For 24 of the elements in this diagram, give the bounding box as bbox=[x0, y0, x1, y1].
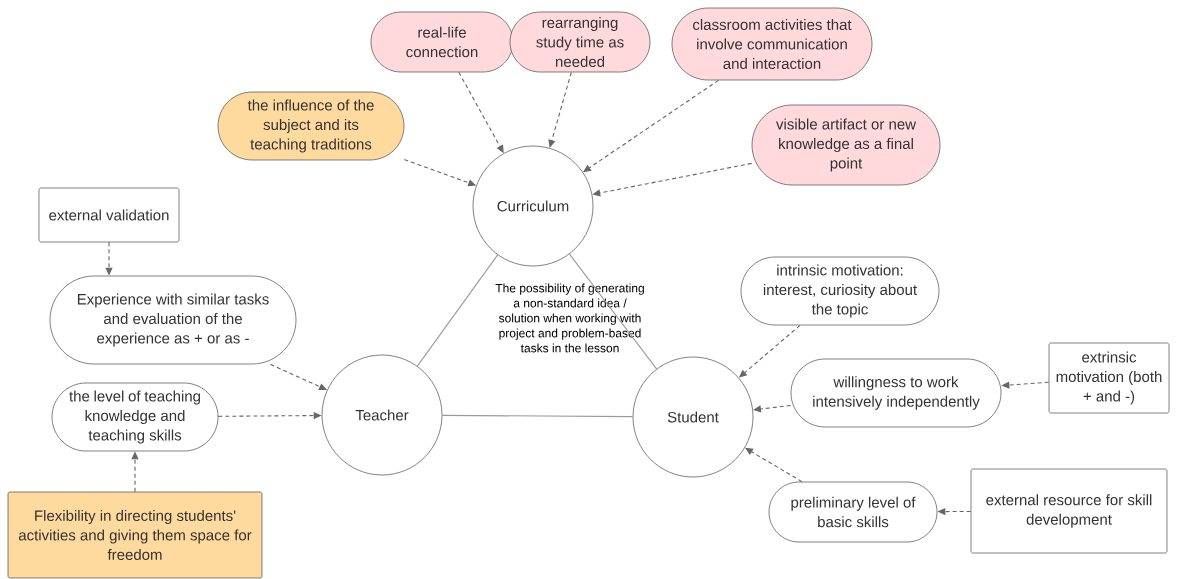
rounded-box: preliminary level of basic skills bbox=[768, 481, 938, 543]
rounded-box: classroom activities that involve communication and interaction bbox=[671, 7, 873, 81]
rounded-box: willingness to work intensively independently bbox=[790, 358, 1002, 428]
rectangle-box: external validation bbox=[38, 187, 180, 243]
rounded-box: Experience with similar tasks and evaluation of the experience as + or as - bbox=[49, 275, 297, 365]
connector-line bbox=[416, 254, 499, 367]
rounded-box: visible artifact or new knowledge as a final point bbox=[751, 104, 941, 186]
rectangle-box: Flexibility in directing students' activities and giving them space for freedom bbox=[7, 491, 263, 579]
rectangle-box: extrinsic motivation (both + and -) bbox=[1048, 342, 1170, 414]
center-text: The possibility of generating a non-standard idea / solution when working with project and problem-based tasks in the lesson bbox=[495, 283, 644, 353]
arrow bbox=[269, 363, 327, 391]
connector-line bbox=[568, 253, 658, 370]
circle-node: Teacher bbox=[321, 354, 443, 476]
connector-line bbox=[441, 414, 634, 418]
arrow bbox=[548, 71, 572, 148]
rounded-box: the influence of the subject and its teaching traditions bbox=[217, 91, 405, 161]
circle-node: Curriculum bbox=[472, 145, 594, 267]
rounded-box: intrinsic motivation: interest, curiosity about the topic bbox=[740, 256, 940, 326]
arrow bbox=[753, 404, 792, 413]
rectangle-box: external resource for skill development bbox=[970, 468, 1168, 554]
rounded-box: real-life connection bbox=[370, 11, 514, 73]
rounded-box: the level of teaching knowledge and teaching skills bbox=[51, 382, 219, 452]
circle-node: Student bbox=[632, 356, 754, 478]
rounded-box: rearranging study time as needed bbox=[509, 11, 651, 73]
